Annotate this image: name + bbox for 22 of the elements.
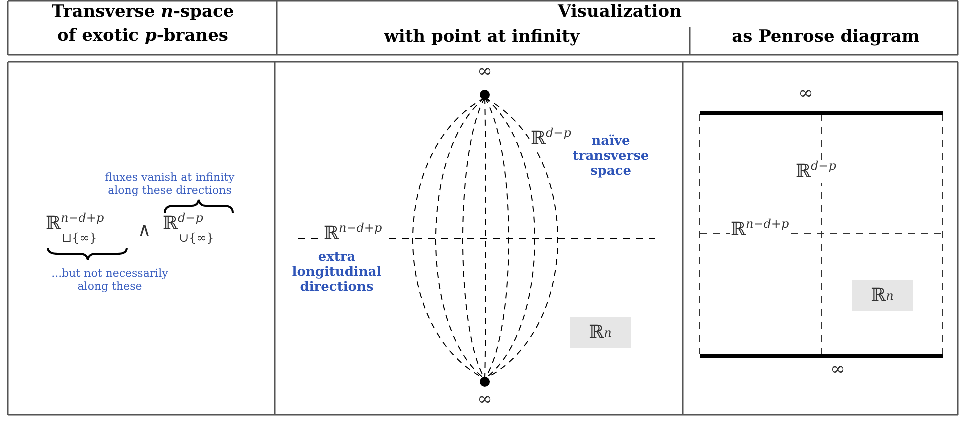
infinity-label: ∞ [798, 84, 814, 105]
math-label: ℝ$^{d−p}$ [795, 160, 838, 183]
column-header: as Penrose diagram [732, 28, 920, 48]
math-subscript: ∪{∞} [179, 232, 214, 246]
annotation-text: naïve transverse space [572, 135, 650, 180]
column-header: Transverse n-space [52, 3, 234, 23]
math-label: ℝ$^{d−p}$ [163, 212, 204, 234]
column-header: of exotic p-branes [58, 27, 228, 47]
shaded-region-box: ℝ$^{n}$ [852, 280, 913, 311]
infinity-label: ∞ [830, 360, 846, 381]
column-header: with point at infinity [384, 28, 580, 48]
infinity-label: ∞ [478, 62, 492, 83]
column-header: Visualization [558, 3, 682, 23]
math-label: ℝ$^{d−p}$ [530, 127, 572, 150]
math-subscript: ⊔{∞} [62, 232, 98, 246]
annotation-text: extra longitudinal directions [291, 251, 383, 296]
annotation-text: fluxes vanish at infinity along these directions [104, 172, 236, 198]
shaded-region-box: ℝ$^{n}$ [570, 317, 631, 348]
annotation-text: ...but not necessarily along these [50, 268, 170, 294]
infinity-label: ∞ [478, 390, 492, 411]
math-label: ℝ$^{n−d+p}$ [46, 212, 104, 234]
math-label: ∧ [138, 221, 152, 242]
